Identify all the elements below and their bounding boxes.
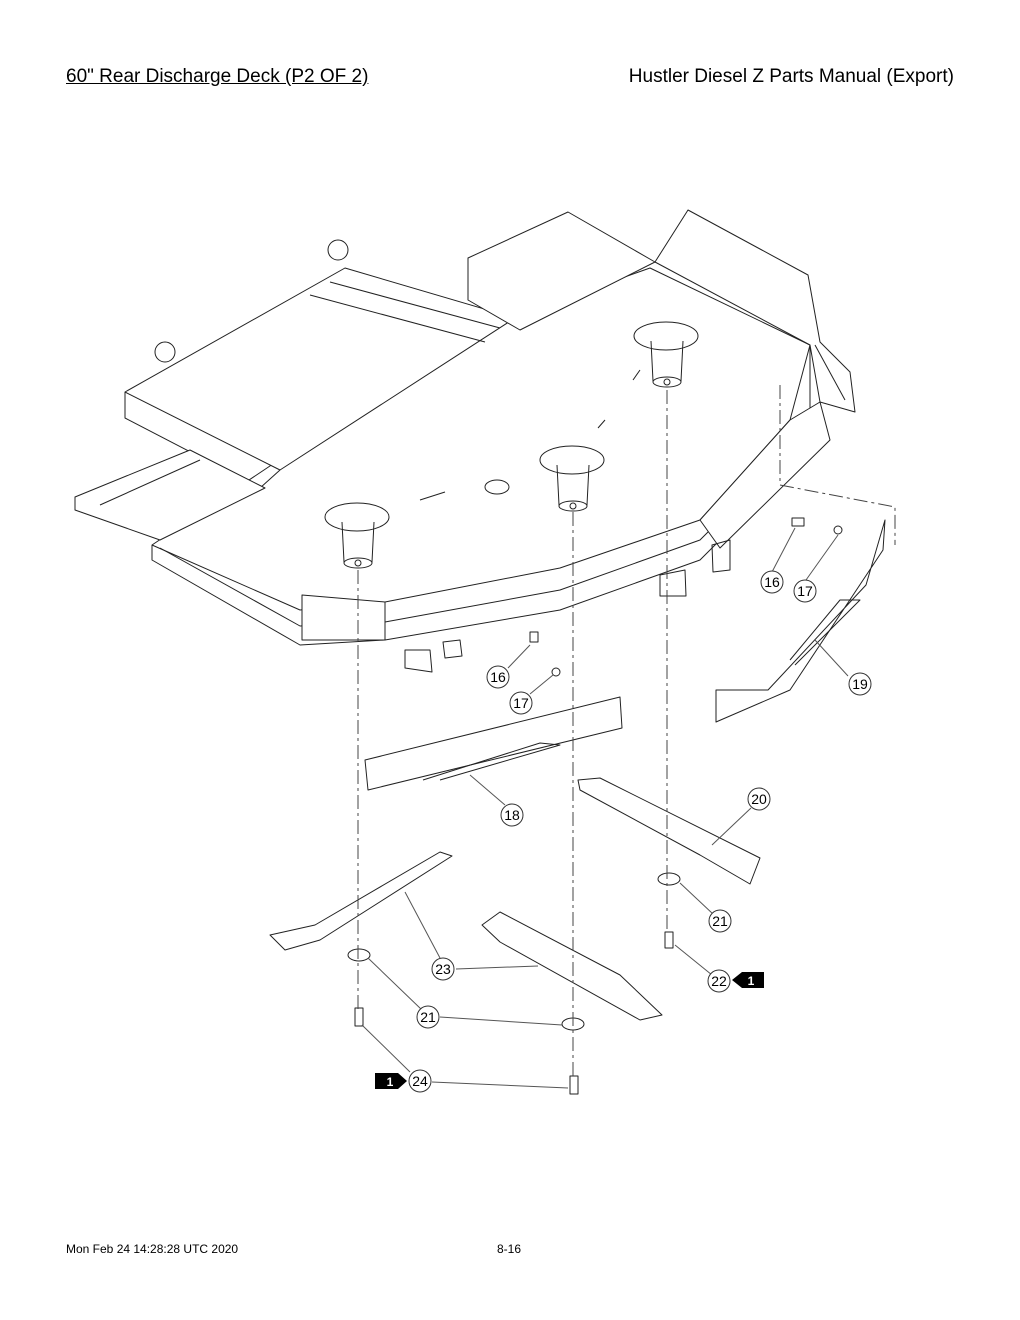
callout-20: 20 — [751, 791, 767, 807]
left-rear-plate — [74, 449, 266, 541]
right-rear-cover — [654, 209, 856, 413]
callout-21-left: 21 — [420, 1009, 436, 1025]
flag-24: 1 — [375, 1073, 407, 1089]
svg-text:1: 1 — [387, 1075, 394, 1089]
callout-19: 19 — [852, 676, 868, 692]
page-number: 8-16 — [497, 1242, 522, 1256]
footer-timestamp: Mon Feb 24 14:28:28 UTC 2020 — [66, 1242, 239, 1256]
callout-21-right: 21 — [712, 913, 728, 929]
baffle-18 — [364, 696, 623, 791]
page-title: 60" Rear Discharge Deck (P2 OF 2) — [66, 66, 369, 87]
spindle-right — [633, 321, 699, 388]
callout-22: 22 — [711, 973, 727, 989]
spindle-center — [539, 445, 605, 512]
blade-23-center — [481, 911, 663, 1021]
blade-20 — [577, 777, 761, 885]
baffle-19 — [715, 519, 886, 723]
flag-22: 1 — [732, 972, 764, 988]
front-bumper — [301, 594, 386, 641]
callout-23: 23 — [435, 961, 451, 977]
callout-24: 24 — [412, 1073, 428, 1089]
callout-17-center: 17 — [513, 695, 529, 711]
manual-title: Hustler Diesel Z Parts Manual (Export) — [628, 66, 954, 87]
callout-16-center: 16 — [490, 669, 506, 685]
callout-18: 18 — [504, 807, 520, 823]
callout-17-right: 17 — [797, 583, 813, 599]
svg-text:1: 1 — [748, 974, 755, 988]
right-belt-cover — [467, 211, 656, 331]
blade-23-left — [269, 851, 453, 951]
callout-16-right: 16 — [764, 574, 780, 590]
spindle-left — [324, 502, 390, 569]
